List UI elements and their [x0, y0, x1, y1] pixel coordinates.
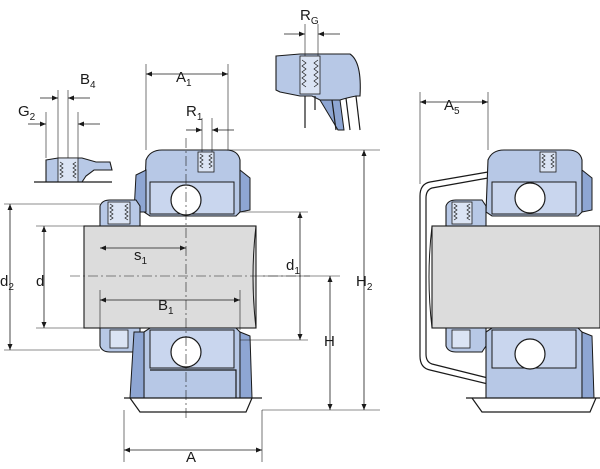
label-h: H: [324, 333, 335, 350]
label-b1: B1: [158, 297, 174, 317]
label-g2: G2: [18, 103, 36, 123]
label-r1: R1: [186, 103, 203, 123]
label-d2: d2: [0, 273, 14, 293]
detail-thread-rg: [275, 24, 361, 131]
label-a: A: [186, 449, 196, 466]
label-a5: A5: [444, 97, 460, 117]
label-s1: s1: [134, 247, 148, 267]
right-view-end-cover: [419, 92, 600, 413]
label-a1: A1: [176, 69, 192, 89]
label-rg: RG: [300, 7, 319, 27]
label-h2: H2: [356, 273, 373, 293]
detail-g2-b4: [28, 90, 113, 183]
label-d: d: [36, 273, 44, 290]
label-b4: B4: [80, 71, 96, 91]
label-d1: d1: [286, 257, 300, 277]
main-dimensions: [4, 64, 380, 462]
main-view: [70, 138, 310, 420]
